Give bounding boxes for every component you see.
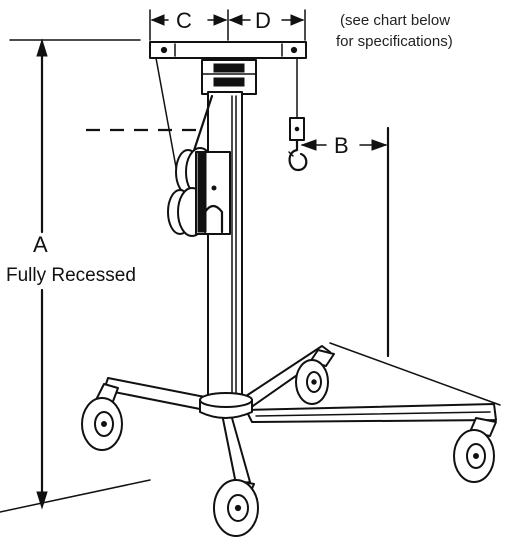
dim-d-label: D <box>255 8 271 33</box>
dimension-b: B <box>300 126 501 406</box>
column-head <box>201 59 257 95</box>
crank-assembly <box>167 94 231 237</box>
main-column <box>207 91 243 403</box>
dimension-d: D <box>228 8 306 41</box>
dimension-c: C <box>149 8 229 41</box>
top-saddle-plate <box>149 41 307 59</box>
spec-note: (see chart below for specifications) <box>336 12 453 50</box>
dimension-a: A Fully Recessed <box>0 38 151 513</box>
note-line-2: for specifications) <box>336 33 453 50</box>
lift-hook <box>288 117 308 172</box>
note-line-1: (see chart below <box>340 12 450 29</box>
caster-rear-left <box>81 383 123 451</box>
base-frame <box>103 345 497 485</box>
caster-front-right <box>453 417 497 483</box>
dim-a-label: A <box>33 232 48 257</box>
dim-b-label: B <box>334 133 349 158</box>
dim-a-caption: Fully Recessed <box>6 265 136 286</box>
caster-front-left <box>213 479 259 537</box>
caster-rear-right <box>295 349 335 405</box>
dim-c-label: C <box>176 8 192 33</box>
